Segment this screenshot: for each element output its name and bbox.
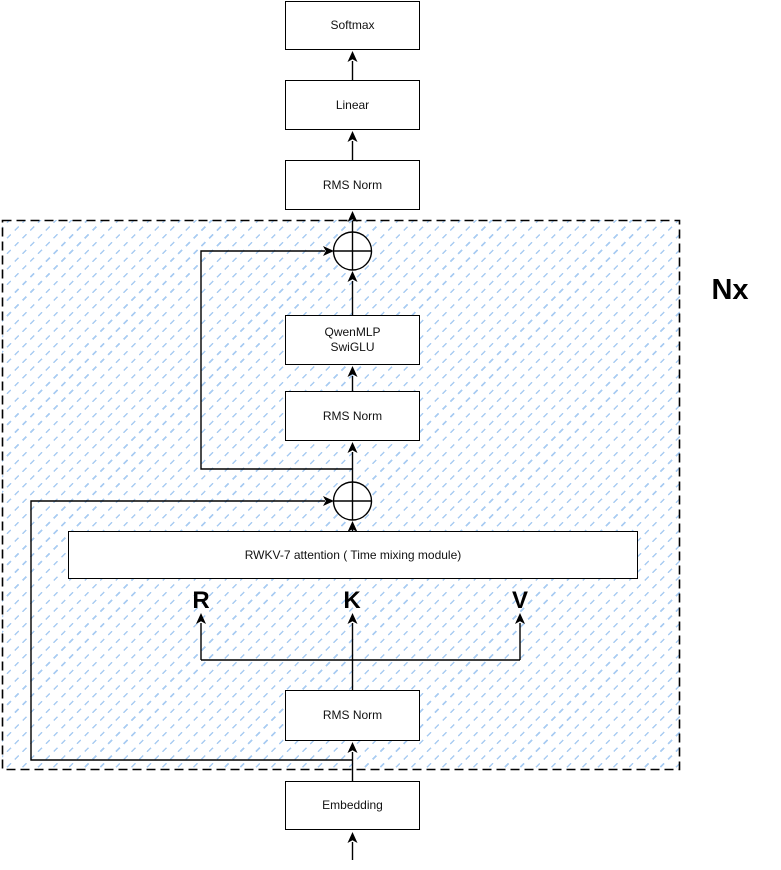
skip-connection-attention — [30, 496, 353, 761]
node-softmax: Softmax — [285, 1, 420, 50]
arrow-add1-to-rmsnorm-top — [347, 211, 358, 232]
arrowhead-up-icon — [347, 271, 358, 282]
arrowhead-up-icon — [347, 366, 358, 377]
arrowhead-up-icon — [347, 613, 358, 624]
add-node-2-icon — [332, 481, 373, 521]
arrowhead-right-icon — [323, 496, 334, 506]
node-rms-norm-top-label: RMS Norm — [322, 177, 383, 192]
node-linear-label: Linear — [335, 97, 370, 112]
arrowhead-up-icon — [347, 832, 358, 843]
receptance-label: R — [192, 587, 210, 614]
node-rwkv-attention-label: RWKV-7 attention ( Time mixing module) — [244, 547, 462, 562]
arrow-linear-to-softmax — [347, 51, 358, 80]
repeat-block-dashed-border — [1, 219, 681, 771]
arrowhead-up-icon — [347, 211, 358, 222]
arrow-attention-to-add2 — [347, 521, 358, 532]
node-softmax-label: Softmax — [330, 18, 375, 32]
node-qwen-mlp-label-line2: SwiGLU — [330, 340, 375, 354]
node-qwen-mlp-label-line1: QwenMLP — [324, 325, 381, 339]
arrowhead-up-icon — [347, 742, 358, 753]
node-rwkv-attention: RWKV-7 attention ( Time mixing module) — [68, 531, 638, 579]
node-embedding-label: Embedding — [322, 798, 383, 812]
node-rms-norm-top: RMS Norm — [285, 160, 420, 210]
skip-connection-mlp — [200, 246, 353, 470]
add-node-1-icon — [332, 231, 373, 271]
rkv-split-connector — [196, 613, 525, 690]
node-qwen-mlp: QwenMLP SwiGLU — [285, 315, 420, 365]
arrow-mlp-to-add1 — [347, 271, 358, 315]
arrow-add2-to-rmsnorm-mid — [347, 442, 358, 482]
node-linear: Linear — [285, 80, 420, 130]
node-embedding: Embedding — [285, 781, 420, 830]
node-rms-norm-bottom: RMS Norm — [285, 690, 420, 741]
arrowhead-up-icon — [347, 442, 358, 453]
arrowhead-right-icon — [323, 246, 334, 256]
arrowhead-up-icon — [347, 51, 358, 62]
arrowhead-up-icon — [347, 131, 358, 142]
arrowhead-up-icon — [515, 613, 525, 624]
input-arrow — [347, 832, 358, 860]
arrowhead-up-icon — [347, 521, 358, 532]
node-rms-norm-bottom-label: RMS Norm — [322, 708, 383, 722]
arrow-embedding-to-rmsnorm-bottom — [347, 742, 358, 781]
node-rms-norm-mid: RMS Norm — [285, 391, 420, 441]
arrowhead-up-icon — [196, 613, 206, 624]
key-label: K — [343, 587, 361, 614]
repeat-count-label: Nx — [711, 274, 749, 306]
node-rms-norm-mid-label: RMS Norm — [322, 408, 383, 423]
arrow-rmsnorm-top-to-linear — [347, 131, 358, 160]
value-label: V — [511, 587, 528, 614]
arrow-rmsnorm-mid-to-mlp — [347, 366, 358, 391]
